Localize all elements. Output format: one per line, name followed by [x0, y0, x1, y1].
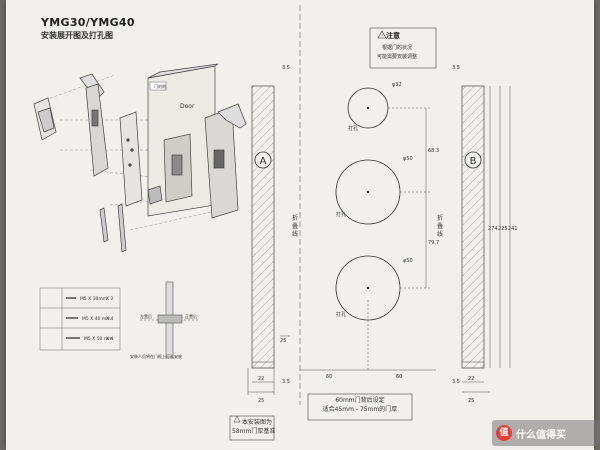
screw-row-1-label: M5 X 30mm: [80, 296, 107, 302]
sheet-subtitle: 安装展开图及打孔图: [41, 31, 113, 40]
strike-plate-2: [117, 203, 127, 253]
watermark-text: 什么值得买: [516, 429, 566, 441]
watermark-badge-icon: 值: [496, 425, 512, 441]
dim-35-bottom-b: 3.5: [452, 379, 460, 385]
template-a-label: A: [260, 156, 267, 167]
bottom-note-box: [307, 393, 413, 421]
note-box: [369, 27, 437, 69]
dim-50-bottom: φ50: [403, 258, 413, 264]
screw-row-3-label: M5 X 50 mm: [84, 336, 113, 342]
warning-triangle-icon: [233, 415, 241, 423]
dim-274: 274: [488, 226, 498, 232]
drill-holes: [335, 87, 401, 321]
hole-bottom-label: 打孔: [336, 311, 346, 318]
spindle-detail: [140, 281, 200, 359]
warning-box: [229, 415, 275, 441]
dim-25-b: 25: [258, 398, 264, 404]
inner-handle: [217, 103, 247, 129]
mortise-cylinder: [171, 154, 183, 176]
strike-box: [147, 185, 163, 205]
door-tag-box: [149, 81, 167, 91]
install-note: 安装人员将在门框上打孔安装: [130, 353, 182, 359]
template-a-strip: [251, 85, 275, 369]
screw-table: [39, 287, 121, 351]
svg-text:!: !: [381, 33, 383, 38]
dim-25-c: 25: [468, 398, 474, 404]
note-title: 注意: [386, 32, 400, 40]
template-b-label: B: [470, 156, 477, 167]
fold-line-right-label: 折叠线: [437, 214, 443, 238]
bottom-note-line-2: 适合45mm - 75mm的门厚: [322, 406, 398, 413]
dim-22-b: 22: [468, 376, 474, 382]
template-b-badge: [464, 151, 482, 169]
template-a-badge: [254, 151, 272, 169]
dim-25-a: 25: [280, 338, 286, 344]
outer-escutcheon: [85, 83, 109, 177]
bottom-note-line-1: 60mm门背后设定: [335, 397, 385, 404]
warning-line-1: 本安装图为: [242, 419, 273, 426]
bottom-note: 60mm门背后设定 适合45mm - 75mm的门厚: [310, 396, 410, 414]
exploded-view: [33, 63, 247, 253]
outer-keypad: [91, 109, 99, 127]
mid-screws: [126, 138, 134, 167]
screw-row-2-qty: X 4: [106, 316, 114, 322]
fold-line-left-label: 折叠线: [292, 214, 298, 238]
screw-note-right: 正置后: [185, 313, 197, 319]
note-line-1: 根据门的状况: [382, 45, 413, 51]
hole-middle-label: 打孔: [336, 211, 346, 218]
dim-68: 68.3: [428, 148, 439, 154]
dim-35-top-b: 3.5: [452, 65, 460, 71]
screw-row-2-label: M5 X 40 mm: [82, 316, 111, 322]
dim-32: φ32: [392, 82, 402, 88]
screw-note-left: 左置后: [140, 313, 152, 319]
screw-row-3-qty: X 4: [106, 336, 114, 342]
warning-icon: [377, 30, 387, 39]
mid-plate: [119, 111, 143, 207]
dim-241: 241: [508, 226, 518, 232]
model-title: YMG30/YMG40: [41, 16, 135, 29]
cover-face: [37, 107, 55, 133]
screw-row-1-qty: X 2: [106, 296, 114, 302]
dim-22-a: 22: [258, 376, 264, 382]
dim-60-left: 60: [326, 374, 332, 380]
hole-centers: [366, 106, 370, 290]
door-tag-label: 门的侧: [154, 83, 166, 89]
dim-225: 225: [498, 226, 508, 232]
strike-plate-1: [99, 207, 109, 243]
hole-top-label: 打孔: [348, 125, 358, 132]
door-label: Door: [180, 103, 195, 110]
dimension-lines: [247, 86, 511, 395]
dim-35-bottom-a: 3.5: [282, 379, 290, 385]
warning-note: 本安装图为 58mm门厚基准: [232, 418, 275, 436]
template-b-strip: [461, 85, 485, 369]
warning-line-2: 58mm门厚基准: [232, 428, 276, 435]
inner-battery: [213, 149, 225, 169]
watermark: 值 什么值得买: [492, 420, 600, 446]
dim-50-middle: φ50: [403, 156, 413, 162]
screw-glyphs: [66, 297, 80, 339]
dim-79: 79.7: [428, 240, 439, 246]
dim-35-top-a: 3.5: [282, 65, 290, 71]
dim-60-right: 60: [396, 374, 402, 380]
note-line-2: 可能需要安装调整: [377, 54, 418, 60]
